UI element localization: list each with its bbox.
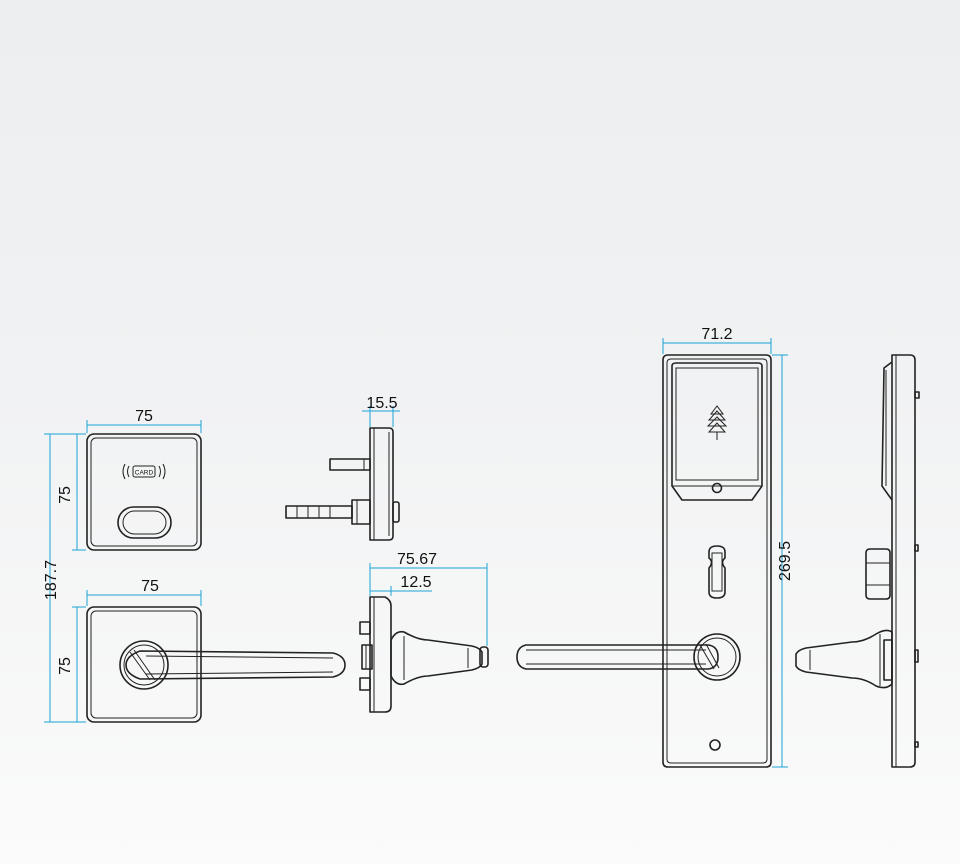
dimension-handle-plate-width: 75 bbox=[86, 578, 202, 606]
card-contactless-icon: CARD bbox=[122, 463, 166, 480]
dimension-plate-width: 71.2 bbox=[662, 326, 772, 354]
dim-label-overall-height: 187.7 bbox=[43, 560, 60, 600]
arrow-up-icon bbox=[706, 405, 728, 440]
dim-label-reader-height: 75 bbox=[57, 486, 74, 504]
lock-body-front-view bbox=[516, 354, 772, 768]
dim-label-handle-plate-height: 75 bbox=[57, 657, 74, 675]
dimension-handle-base-depth: 12.5 bbox=[370, 574, 432, 596]
dim-label-handle-plate-width: 75 bbox=[141, 578, 159, 595]
dim-label-reader-width: 75 bbox=[135, 408, 153, 425]
reader-oval-window bbox=[117, 506, 172, 539]
handle-front-view bbox=[86, 606, 346, 723]
dim-label-plate-height: 269.5 bbox=[777, 541, 794, 581]
dim-label-reader-depth: 15.5 bbox=[366, 395, 397, 412]
card-badge-label: CARD bbox=[135, 470, 154, 477]
dim-label-handle-base-depth: 12.5 bbox=[400, 574, 431, 591]
handle-side-view bbox=[359, 596, 489, 713]
dimension-handle-plate-height: 75 bbox=[57, 606, 86, 723]
dimension-overall-height: 187.7 bbox=[43, 433, 86, 723]
lock-body-side-view bbox=[795, 354, 920, 768]
dim-label-plate-width: 71.2 bbox=[701, 326, 732, 343]
dimension-reader-depth: 15.5 bbox=[362, 395, 400, 427]
dimension-reader-width: 75 bbox=[86, 408, 202, 433]
dimension-reader-height: 75 bbox=[57, 433, 86, 551]
key-cylinder bbox=[708, 545, 726, 599]
dim-label-handle-projection: 75.67 bbox=[397, 551, 437, 568]
card-reader-front-view: CARD bbox=[86, 433, 202, 551]
dimension-plate-height: 269.5 bbox=[772, 354, 794, 768]
card-reader-side-view bbox=[285, 427, 400, 541]
dimension-handle-projection: 75.67 bbox=[369, 551, 488, 646]
